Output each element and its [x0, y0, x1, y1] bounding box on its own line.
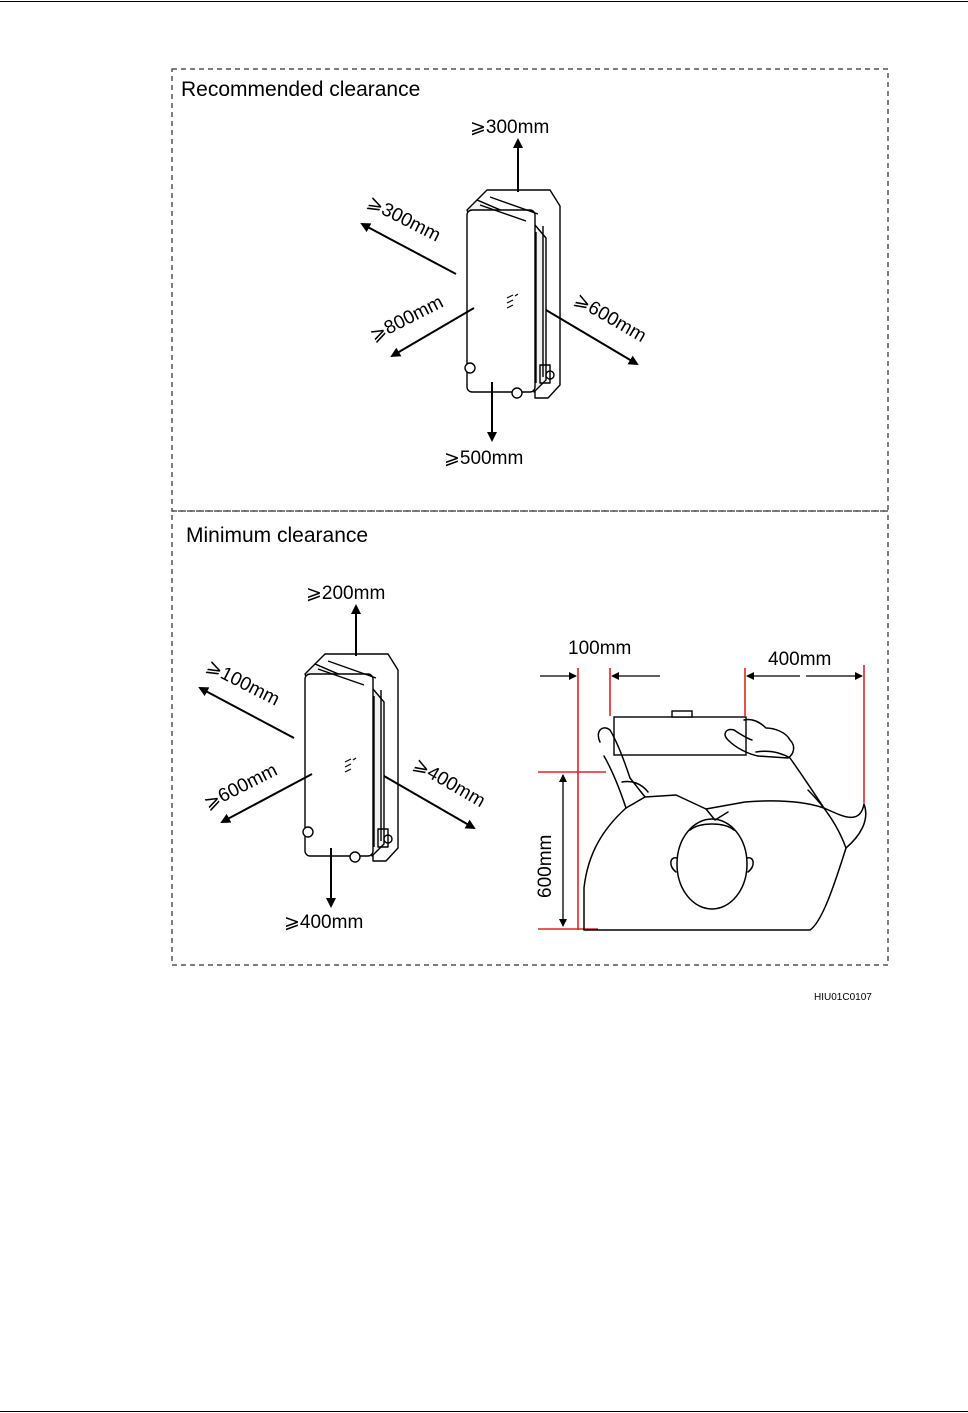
figure-id: HIU01C0107: [814, 992, 872, 1003]
minimum-label-left: ⩾100mm: [203, 656, 283, 711]
minimum-panel-frame: [172, 511, 888, 965]
recommended-label-right: ⩾600mm: [571, 289, 650, 347]
operator-view: 100mm 400mm 600mm: [535, 638, 866, 930]
recommended-panel-title: Recommended clearance: [181, 78, 420, 101]
minimum-label-front-left: ⩾600mm: [201, 760, 281, 815]
minimum-unit-drawing: [303, 654, 398, 862]
recommended-label-front-left: ⩾800mm: [367, 292, 447, 347]
minimum-label-top: ⩾200mm: [306, 583, 385, 604]
minimum-label-right: ⩾400mm: [410, 754, 489, 812]
recommended-label-top: ⩾300mm: [470, 117, 549, 138]
recommended-unit-drawing: [465, 190, 560, 398]
operator-label-depth: 600mm: [535, 835, 556, 898]
recommended-label-left: ⩾300mm: [364, 192, 444, 247]
operator-label-left-gap: 100mm: [568, 638, 631, 659]
minimum-panel-title: Minimum clearance: [186, 524, 368, 547]
operator-equipment-box: [614, 711, 746, 755]
minimum-label-bottom: ⩾400mm: [284, 912, 363, 933]
recommended-label-bottom: ⩾500mm: [444, 448, 523, 469]
operator-label-right-gap: 400mm: [768, 649, 831, 670]
